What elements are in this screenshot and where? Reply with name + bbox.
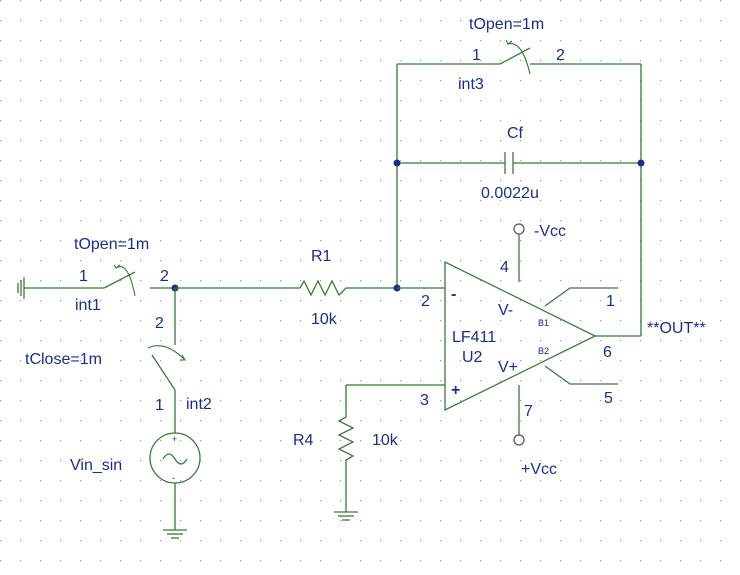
junction-node: [393, 159, 401, 167]
switch-int1[interactable]: [103, 264, 175, 297]
opamp-pin-1: 1: [606, 293, 615, 310]
neg-vcc-label: -Vcc: [534, 223, 566, 240]
capacitor-cf[interactable]: [397, 152, 641, 174]
opamp-pin-3: 3: [420, 392, 429, 409]
ground-symbol: [17, 277, 104, 299]
svg-text:+: +: [172, 434, 177, 444]
opamp-vplus-label: V+: [498, 359, 518, 376]
resistor-r4-name: R4: [293, 432, 314, 449]
opamp-pin-7: 7: [524, 403, 533, 420]
resistor-r1-value: 10k: [311, 311, 338, 328]
resistor-r1[interactable]: [296, 279, 397, 297]
opamp-b1-label: B1: [538, 318, 549, 328]
switch-int1-pin1: 1: [79, 268, 88, 285]
svg-text:-: -: [172, 473, 175, 483]
opamp-pin-6: 6: [603, 344, 612, 361]
switch-int2-pin2: 2: [155, 315, 164, 332]
switch-int3[interactable]: [397, 39, 641, 75]
switch-int3-param: tOpen=1m: [469, 16, 544, 33]
opamp-pin-4: 4: [500, 259, 509, 276]
resistor-r4-value: 10k: [372, 432, 399, 449]
capacitor-name: Cf: [507, 125, 524, 142]
switch-int3-pin2: 2: [556, 47, 565, 64]
switch-int1-pin2: 2: [160, 268, 169, 285]
switch-int1-param: tOpen=1m: [74, 236, 149, 253]
switch-int2[interactable]: [147, 330, 186, 412]
opamp-b2-label: B2: [538, 346, 549, 356]
neg-vcc-terminal[interactable]: [513, 223, 525, 282]
switch-int1-name: int1: [75, 297, 101, 314]
ground-symbol: [334, 511, 358, 521]
switch-int3-pin1: 1: [472, 47, 481, 64]
opamp-plus-sign: +: [451, 382, 460, 399]
opamp-vminus-label: V-: [498, 302, 513, 319]
junction-node: [637, 159, 645, 167]
opamp-pin-2: 2: [421, 293, 430, 310]
opamp-b2-pin: [544, 365, 618, 385]
ground-symbol: [163, 529, 187, 539]
source-name: Vin_sin: [70, 457, 122, 474]
opamp-part-label: LF411: [452, 329, 496, 346]
switch-int2-name: int2: [186, 396, 212, 413]
opamp-lf411[interactable]: [444, 260, 597, 412]
pos-vcc-terminal[interactable]: [513, 385, 525, 446]
switch-int2-pin1: 1: [155, 397, 164, 414]
capacitor-value: 0.0022u: [481, 185, 539, 202]
opamp-b1-pin: [544, 287, 618, 307]
pos-vcc-label: +Vcc: [521, 461, 557, 478]
opamp-ref-label: U2: [462, 349, 483, 366]
switch-int2-param: tClose=1m: [25, 351, 102, 368]
opamp-minus-sign: -: [451, 286, 456, 303]
resistor-r4[interactable]: [337, 413, 355, 463]
opamp-pin-5: 5: [604, 390, 613, 407]
switch-int3-name: int3: [458, 76, 484, 93]
resistor-r1-name: R1: [311, 248, 332, 265]
output-label: **OUT**: [647, 320, 706, 337]
